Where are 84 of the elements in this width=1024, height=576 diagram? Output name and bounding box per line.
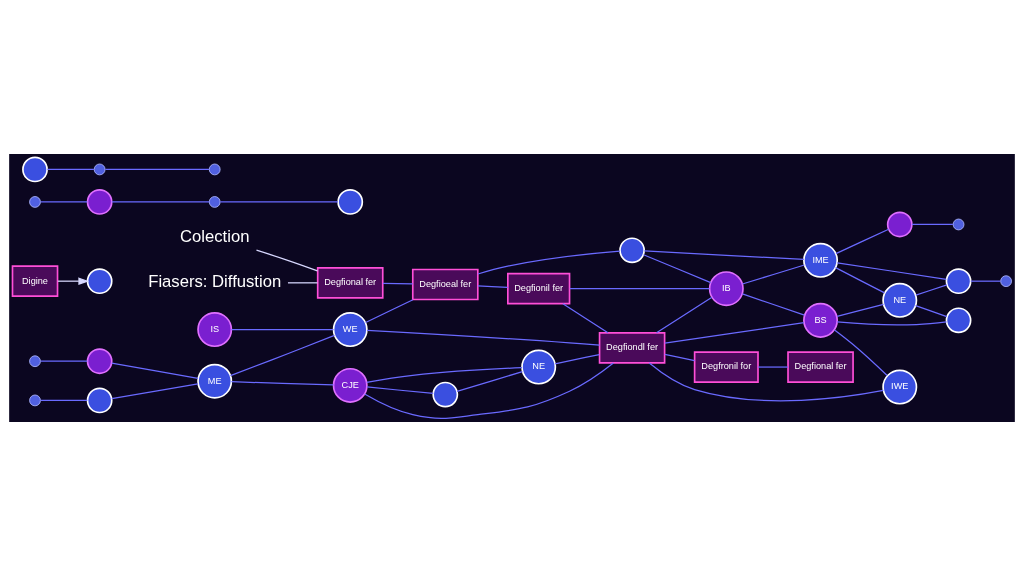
node-circle — [86, 189, 113, 215]
node-circle: WE — [332, 312, 368, 348]
connector — [562, 303, 609, 334]
node-circle — [619, 237, 645, 264]
connector — [643, 250, 805, 261]
connector — [230, 328, 335, 331]
node-circle: IS — [197, 312, 233, 348]
node-circle — [86, 387, 113, 414]
node-circle — [1000, 275, 1012, 287]
node-text: Fiasers: Diffustion — [148, 272, 282, 292]
node-box: Degfional fer — [316, 267, 384, 299]
connector — [648, 362, 884, 402]
connector — [664, 322, 805, 344]
connector — [382, 282, 414, 285]
node-circle — [86, 268, 113, 295]
connector — [836, 262, 947, 281]
connector — [229, 334, 336, 377]
node-circle — [22, 156, 48, 183]
node-circle: ME — [197, 363, 233, 399]
connector — [834, 267, 886, 294]
node-circle — [208, 163, 221, 176]
node-circle: IB — [708, 271, 744, 307]
connector — [569, 288, 711, 290]
node-circle: NE — [882, 282, 918, 318]
node-circle — [886, 211, 913, 238]
connector — [757, 366, 789, 368]
connector — [833, 329, 888, 377]
connector — [366, 329, 601, 346]
node-circle — [29, 355, 41, 368]
node-circle: BS — [803, 302, 839, 338]
node-circle — [432, 381, 459, 408]
connector — [230, 381, 335, 386]
connector — [111, 362, 199, 380]
connector — [255, 249, 319, 272]
node-circle: NE — [521, 349, 557, 385]
node-circle: IME — [803, 242, 839, 278]
connector — [915, 284, 948, 296]
connector — [219, 201, 339, 203]
connector — [111, 201, 210, 203]
connector — [554, 353, 600, 365]
node-circle — [945, 268, 972, 295]
connector — [287, 282, 319, 284]
connector — [477, 250, 621, 275]
node-box: Degfionil fer — [507, 272, 571, 305]
arrow — [57, 277, 90, 285]
node-circle — [86, 348, 113, 375]
connector — [836, 303, 885, 317]
node-circle: CJE — [332, 367, 368, 403]
connector — [40, 399, 88, 402]
connector — [741, 264, 806, 285]
node-circle — [208, 196, 221, 208]
node-circle — [29, 394, 41, 407]
node-circle — [952, 218, 965, 231]
connector — [911, 223, 954, 226]
connector — [970, 280, 1002, 282]
node-box: Digine — [11, 265, 59, 297]
node-box: Degfioeal fer — [411, 268, 479, 301]
connector — [111, 383, 199, 400]
connector — [655, 296, 713, 334]
connector — [40, 201, 88, 203]
connector — [915, 305, 948, 318]
connector — [642, 254, 712, 284]
node-circle — [93, 163, 106, 176]
connector — [365, 299, 414, 324]
connector — [836, 321, 948, 326]
connector — [664, 353, 696, 362]
node-circle: IWE — [882, 369, 918, 405]
node-box: Degfional fer — [787, 351, 854, 383]
connector — [104, 168, 210, 171]
node-text: Colection — [179, 226, 250, 246]
node-box: Degfiondl fer — [598, 332, 666, 364]
connector — [366, 367, 523, 384]
connector — [477, 285, 509, 288]
node-circle — [945, 307, 972, 334]
node-box: Degfronil for — [693, 351, 759, 383]
node-circle — [337, 189, 364, 215]
connector — [366, 386, 434, 395]
connector — [456, 371, 524, 392]
connector — [46, 168, 95, 171]
connector — [741, 293, 806, 316]
connector — [40, 360, 88, 362]
node-circle — [29, 196, 41, 208]
connector — [835, 228, 890, 255]
connector — [364, 362, 615, 419]
